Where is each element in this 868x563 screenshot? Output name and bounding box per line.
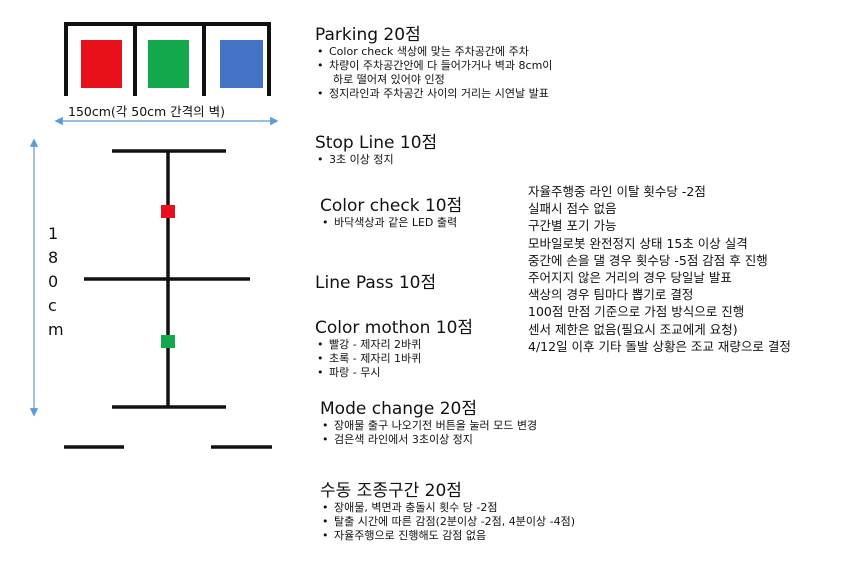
height-label-char: m bbox=[48, 320, 64, 339]
rule-item: 센서 제한은 없음(필요시 조교에게 요청) bbox=[528, 321, 738, 337]
section-manual-control: 수동 조종구간 20점 장애물, 벽면과 충돌시 횟수 당 -2점 탈출 시간에… bbox=[320, 476, 575, 543]
parking-walls bbox=[64, 22, 271, 96]
bullet-item: 검은색 라인에서 3초이상 정지 bbox=[320, 433, 537, 447]
height-label: 1 8 0 c m bbox=[48, 222, 64, 342]
height-label-char: 0 bbox=[48, 272, 59, 291]
rule-item: 4/12일 이후 기타 돌발 상황은 조교 재량으로 결정 bbox=[528, 338, 791, 354]
section-title: 수동 조종구간 20점 bbox=[320, 481, 462, 501]
bullet-item: 파랑 - 무시 bbox=[315, 366, 473, 380]
bullet-item: 탈출 시간에 따른 감점(2분이상 -2점, 4분이상 -4점) bbox=[320, 515, 575, 529]
parking-slot-green bbox=[148, 40, 189, 88]
section-stop-line: Stop Line 10점 3초 이상 정지 bbox=[315, 128, 437, 167]
general-rules: 자율주행중 라인 이탈 횟수당 -2점 실패시 점수 없음 구간별 포기 가능 … bbox=[528, 183, 791, 355]
section-color-motion: Color mothon 10점 빨강 - 제자리 2바퀴 초록 - 제자리 1… bbox=[315, 313, 473, 380]
bullet-item: 3초 이상 정지 bbox=[315, 153, 437, 167]
rule-item: 중간에 손을 댈 경우 횟수당 -5점 감점 후 진행 bbox=[528, 252, 768, 268]
width-label: 150cm(각 50cm 간격의 벽) bbox=[68, 104, 226, 119]
bullet-item: 장애물, 벽면과 충돌시 횟수 당 -2점 bbox=[320, 501, 575, 515]
bullet-item: 장애물 출구 나오기전 버튼을 눌러 모드 변경 bbox=[320, 419, 537, 433]
bullet-item: 정지라인과 주차공간 사이의 거리는 시연날 발표 bbox=[315, 87, 552, 101]
section-title: Color mothon 10점 bbox=[315, 318, 474, 338]
rule-item: 실패시 점수 없음 bbox=[528, 201, 617, 217]
bullet-item: 자율주행으로 진행해도 감점 없음 bbox=[320, 529, 575, 543]
rule-item: 색상의 경우 팀마다 뽑기로 결정 bbox=[528, 287, 694, 303]
parking-slot-blue bbox=[220, 40, 263, 88]
section-title: Line Pass 10점 bbox=[315, 273, 437, 293]
color-motion-green-marker bbox=[161, 335, 175, 348]
rule-item: 주어지지 않은 거리의 경우 당일날 발표 bbox=[528, 270, 732, 286]
bullet-item: Color check 색상에 맞는 주차공간에 주차 bbox=[315, 45, 552, 59]
section-title: Parking 20점 bbox=[315, 25, 421, 45]
bullet-item: 빨강 - 제자리 2바퀴 bbox=[315, 338, 473, 352]
section-line-pass: Line Pass 10점 bbox=[315, 268, 436, 293]
rule-item: 100점 만점 기준으로 가점 방식으로 진행 bbox=[528, 304, 745, 320]
height-label-char: 1 bbox=[48, 224, 59, 243]
section-color-check: Color check 10점 바닥색상과 같은 LED 출력 bbox=[320, 191, 462, 230]
height-label-char: c bbox=[48, 296, 57, 315]
parking-slot-red bbox=[81, 40, 122, 88]
bullet-continuation: 하로 떨어져 있어야 인정 bbox=[333, 73, 445, 86]
height-label-char: 8 bbox=[48, 248, 59, 267]
section-title: Color check 10점 bbox=[320, 196, 463, 216]
bullet-item: 차량이 주차공간안에 다 들어가거나 벽과 8cm이 bbox=[315, 59, 552, 73]
section-title: Mode change 20점 bbox=[320, 399, 477, 419]
section-parking: Parking 20점 Color check 색상에 맞는 주차공간에 주차 … bbox=[315, 20, 552, 101]
color-check-red-marker bbox=[161, 205, 175, 218]
rule-item: 구간별 포기 가능 bbox=[528, 218, 617, 234]
section-mode-change: Mode change 20점 장애물 출구 나오기전 버튼을 눌러 모드 변경… bbox=[320, 394, 537, 447]
bullet-item: 바닥색상과 같은 LED 출력 bbox=[320, 216, 462, 230]
rule-item: 모바일로봇 완전정지 상태 15초 이상 실격 bbox=[528, 235, 748, 251]
rule-item: 자율주행중 라인 이탈 횟수당 -2점 bbox=[528, 184, 706, 199]
bullet-item: 초록 - 제자리 1바퀴 bbox=[315, 352, 473, 366]
section-title: Stop Line 10점 bbox=[315, 133, 438, 153]
